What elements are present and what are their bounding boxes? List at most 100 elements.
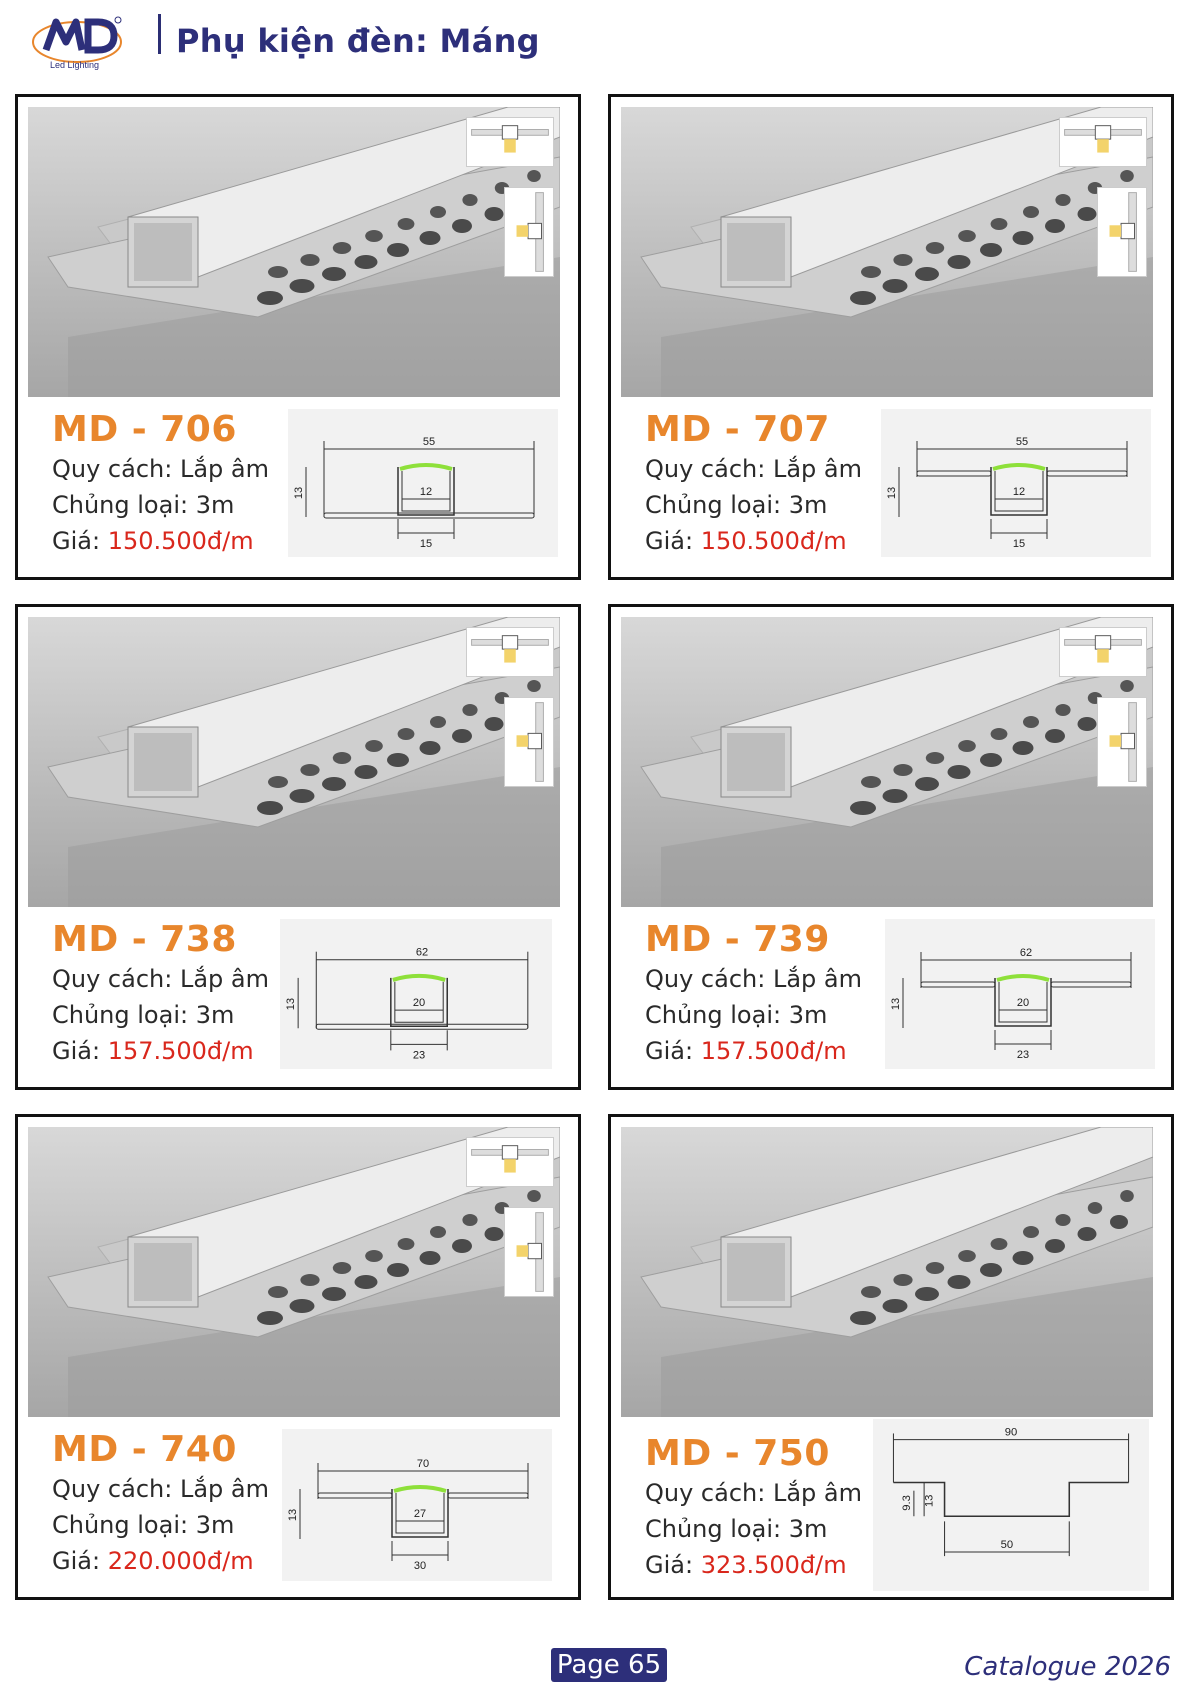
product-photo [28, 1127, 560, 1417]
profile-mark [1120, 732, 1135, 750]
perforation-hole [882, 279, 908, 293]
install-ceiling-icon [1059, 627, 1147, 677]
perforation-hole [365, 230, 383, 242]
price-line: Giá: 323.500đ/m [645, 1551, 847, 1579]
perforation-hole [387, 753, 409, 767]
dimension-label: 13 [886, 487, 898, 499]
perforation-hole [332, 752, 352, 764]
perforation-hole [1087, 1202, 1103, 1214]
profile-mark [1094, 125, 1112, 140]
perforation-hole [452, 1239, 472, 1253]
flange-left [920, 981, 996, 988]
profile-mark [501, 125, 519, 140]
product-name: MD - 707 [645, 409, 830, 450]
perforation-hole [861, 776, 881, 788]
perforation-hole [1045, 1239, 1065, 1253]
light-glow [516, 1245, 529, 1257]
light-glow [504, 139, 516, 153]
perforation-hole [430, 206, 446, 218]
channel-inner [401, 471, 451, 512]
perforation-hole [462, 704, 478, 716]
perforation-hole [527, 1190, 541, 1202]
price-label: Giá: [645, 1551, 701, 1579]
perforation-hole [850, 801, 876, 815]
diffuser-lens [399, 463, 453, 471]
dimension-label: 20 [1017, 997, 1029, 1009]
install-spec: Quy cách: Lắp âm [645, 965, 862, 993]
product-photo [621, 107, 1153, 397]
perforation-hole [322, 267, 346, 281]
flange-right [1046, 470, 1128, 477]
perforation-hole [925, 1262, 945, 1274]
perforation-hole [1012, 231, 1034, 245]
perforation-hole [387, 243, 409, 257]
dimension-label: 13 [890, 998, 902, 1010]
base-plate [323, 512, 535, 519]
install-spec: Quy cách: Lắp âm [645, 1479, 862, 1507]
perforation-hole [850, 291, 876, 305]
product-photo [621, 1127, 1153, 1417]
diffuser-lens [992, 463, 1046, 471]
product-card-md-706: MD - 706 Quy cách: Lắp âm Chủng loại: 3m… [15, 94, 581, 580]
perforation-hole [947, 1275, 971, 1289]
perforation-hole [289, 1299, 315, 1313]
diffuser-lens [393, 1485, 447, 1493]
profile-mark [527, 222, 542, 240]
product-card-md-740: MD - 740 Quy cách: Lắp âm Chủng loại: 3m… [15, 1114, 581, 1600]
dimension-label: 13 [293, 487, 305, 499]
light-glow [1097, 139, 1109, 153]
channel-inner [994, 471, 1044, 512]
perforation-hole [980, 753, 1002, 767]
dimension-label: 12 [1013, 486, 1025, 498]
price-line: Giá: 157.500đ/m [52, 1037, 254, 1065]
install-spec: Quy cách: Lắp âm [52, 1475, 269, 1503]
price-value: 323.500đ/m [700, 1551, 847, 1579]
price-line: Giá: 157.500đ/m [645, 1037, 847, 1065]
perforation-hole [322, 1287, 346, 1301]
perforation-hole [365, 740, 383, 752]
dimension-label: 55 [1016, 436, 1028, 448]
perforation-hole [397, 728, 415, 740]
dimension-label: 13 [923, 1495, 935, 1508]
dimension-label: 23 [1017, 1049, 1029, 1061]
install-spec: Quy cách: Lắp âm [645, 455, 862, 483]
perforation-hole [462, 1214, 478, 1226]
dimension-label: 62 [416, 947, 428, 959]
perforation-hole [1120, 170, 1134, 182]
product-card-md-750: MD - 750 Quy cách: Lắp âm Chủng loại: 3m… [608, 1114, 1174, 1600]
perforation-hole [1120, 680, 1134, 692]
header-separator [158, 14, 161, 54]
price-line: Giá: 220.000đ/m [52, 1547, 254, 1575]
dimension-label: 55 [423, 436, 435, 448]
profile-mark [527, 732, 542, 750]
perforation-hole [861, 1286, 881, 1298]
price-value: 157.500đ/m [107, 1037, 254, 1065]
logo-caption: Led Lighting [50, 60, 99, 70]
light-glow [504, 1159, 516, 1173]
catalogue-label: Catalogue 2026 [964, 1652, 1171, 1682]
base-plate [315, 1023, 529, 1030]
dimension-label: 20 [413, 997, 425, 1009]
install-ceiling-icon [1059, 117, 1147, 167]
page-title: Phụ kiện đèn: Máng [176, 22, 540, 60]
perforation-hole [1012, 741, 1034, 755]
profile-mark [1120, 222, 1135, 240]
install-wall-icon [1097, 697, 1147, 787]
perforation-hole [354, 765, 378, 779]
perforation-hole [452, 729, 472, 743]
perforation-hole [332, 1262, 352, 1274]
perforation-hole [1023, 716, 1039, 728]
product-photo [28, 107, 560, 397]
perforation-hole [990, 728, 1008, 740]
install-ceiling-icon [466, 1137, 554, 1187]
perforation-hole [527, 680, 541, 692]
price-label: Giá: [645, 527, 701, 555]
perforation-hole [1055, 194, 1071, 206]
dimension-label: 13 [285, 998, 297, 1010]
dimension-label: 27 [414, 1508, 426, 1520]
perforation-hole [1023, 1226, 1039, 1238]
product-name: MD - 740 [52, 1429, 237, 1470]
